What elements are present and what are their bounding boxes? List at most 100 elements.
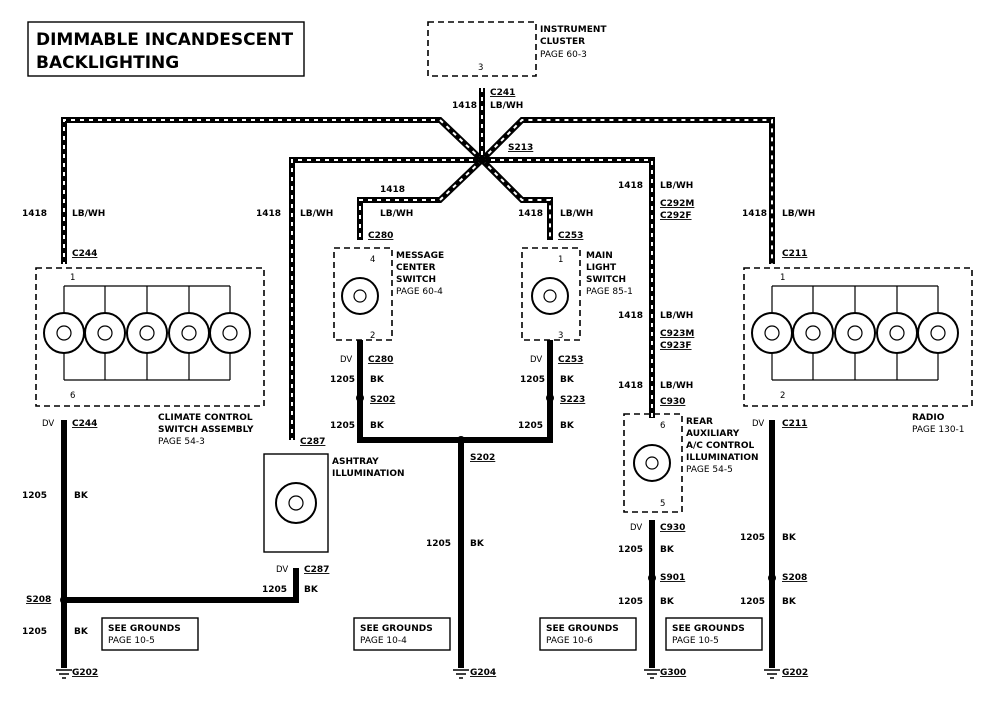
rear-label-3: A/C CONTROL	[686, 441, 754, 451]
msg-pin4: 4	[370, 255, 375, 265]
c211-top: C211	[782, 249, 807, 259]
main-label-2: LIGHT	[586, 263, 617, 273]
left-1205-b: 1205	[22, 627, 47, 637]
bk-wires	[61, 340, 775, 668]
climate-bulbs	[43, 286, 251, 380]
rear-pin6: 6	[660, 421, 665, 431]
ashtray-box	[263, 453, 329, 553]
rear-lbwh-a: LB/WH	[660, 181, 693, 191]
ashtray-lbwh: LB/WH	[300, 209, 333, 219]
msg-bk-b: BK	[370, 421, 385, 431]
grounds-4-label: SEE GROUNDS	[672, 624, 745, 634]
ground-symbols	[56, 669, 780, 679]
grounds-1-page: PAGE 10-5	[108, 636, 155, 646]
lbwh-wires	[61, 88, 775, 440]
title-line1: DIMMABLE INCANDESCENT	[36, 30, 293, 50]
grounds-box-4	[665, 617, 763, 651]
c930-bottom: C930	[660, 523, 685, 533]
grounds-3-label: SEE GROUNDS	[546, 624, 619, 634]
radio-bk-b: BK	[782, 597, 797, 607]
rear-1205-a: 1205	[618, 545, 643, 555]
radio-label: RADIO	[912, 413, 945, 423]
lbwh-top: LB/WH	[490, 101, 523, 111]
radio-1205-b: 1205	[740, 597, 765, 607]
s223-label: S223	[560, 395, 585, 405]
rear-lbwh-c: LB/WH	[660, 381, 693, 391]
msg-lbwh: LB/WH	[380, 209, 413, 219]
c244-top: C244	[72, 249, 97, 259]
radio-1418: 1418	[742, 209, 767, 219]
climate-pin6: 6	[70, 391, 75, 401]
climate-pin1: 1	[70, 273, 75, 283]
w1418-top: 1418	[452, 101, 477, 111]
center-bk: BK	[470, 539, 485, 549]
grounds-box-2	[353, 617, 451, 651]
climate-dv: DV	[42, 419, 54, 429]
rear-bk-a: BK	[660, 545, 675, 555]
radio-pin1: 1	[780, 273, 785, 283]
grounds-box-3	[539, 617, 637, 651]
ashtray-label-2: ILLUMINATION	[332, 469, 405, 479]
s213-label: S213	[508, 143, 533, 153]
radio-dv: DV	[752, 419, 764, 429]
rear-1205-b: 1205	[618, 597, 643, 607]
c241-label: C241	[490, 88, 515, 98]
msg-label-1: MESSAGE	[396, 251, 444, 261]
msg-1205-b: 1205	[330, 421, 355, 431]
radio-box	[743, 267, 973, 407]
title-line2: BACKLIGHTING	[36, 53, 179, 73]
main-label-3: SWITCH	[586, 275, 626, 285]
main-page: PAGE 85-1	[586, 287, 633, 297]
main-1418: 1418	[518, 209, 543, 219]
instrument-cluster-label-1: INSTRUMENT	[540, 25, 607, 35]
main-label-1: MAIN	[586, 251, 613, 261]
rear-page: PAGE 54-5	[686, 465, 733, 475]
rear-1418-a: 1418	[618, 181, 643, 191]
rear-1418-c: 1418	[618, 381, 643, 391]
radio-page: PAGE 130-1	[912, 425, 965, 435]
radio-1205: 1205	[740, 533, 765, 543]
c253-bottom: C253	[558, 355, 583, 365]
main-dv: DV	[530, 355, 542, 365]
c244-bottom: C244	[72, 419, 97, 429]
msg-1205: 1205	[330, 375, 355, 385]
c923f-label: C923F	[660, 341, 692, 351]
msg-label-3: SWITCH	[396, 275, 436, 285]
splice-dots	[60, 394, 776, 604]
msg-pin2: 2	[370, 331, 375, 341]
instrument-cluster-pin: 3	[478, 63, 483, 73]
radio-pin2: 2	[780, 391, 785, 401]
msg-dv: DV	[340, 355, 352, 365]
msg-1418: 1418	[380, 185, 405, 195]
g204-label: G204	[470, 668, 496, 678]
rear-label-2: AUXILIARY	[686, 429, 740, 439]
msg-label-2: CENTER	[396, 263, 436, 273]
rear-bk-b: BK	[660, 597, 675, 607]
main-bk: BK	[560, 375, 575, 385]
climate-bk: BK	[74, 491, 89, 501]
grounds-1-label: SEE GROUNDS	[108, 624, 181, 634]
c253-top: C253	[558, 231, 583, 241]
rear-lbwh-b: LB/WH	[660, 311, 693, 321]
rear-dv: DV	[630, 523, 642, 533]
grounds-4-page: PAGE 10-5	[672, 636, 719, 646]
main-1205-b: 1205	[518, 421, 543, 431]
grounds-2-label: SEE GROUNDS	[360, 624, 433, 634]
s901-label: S901	[660, 573, 685, 583]
c923m-label: C923M	[660, 329, 694, 339]
msg-bk: BK	[370, 375, 385, 385]
c292m-label: C292M	[660, 199, 694, 209]
climate-label-1: CLIMATE CONTROL	[158, 413, 253, 423]
ashtray-1418: 1418	[256, 209, 281, 219]
s208-right: S208	[782, 573, 807, 583]
rear-label-4: ILLUMINATION	[686, 453, 759, 463]
rear-aux-box	[623, 413, 683, 513]
c280-top: C280	[368, 231, 393, 241]
s202-top: S202	[370, 395, 395, 405]
climate-label-2: SWITCH ASSEMBLY	[158, 425, 254, 435]
message-center-box	[333, 247, 393, 341]
c287-top: C287	[300, 437, 325, 447]
g202-right: G202	[782, 668, 808, 678]
c211-bottom: C211	[782, 419, 807, 429]
